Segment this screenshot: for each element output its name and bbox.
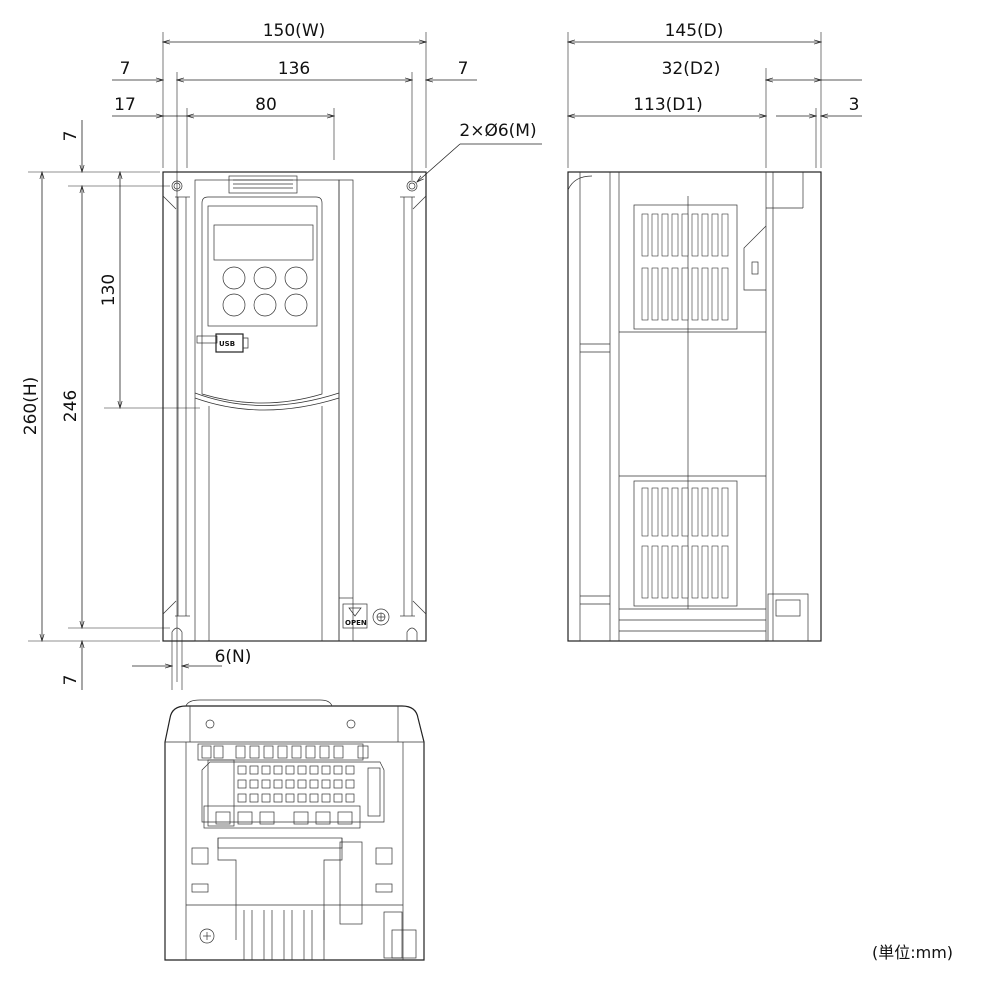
dim-margin-bottom: 7 (61, 675, 81, 686)
dim-hole-offset: 17 (114, 95, 136, 115)
dim-depth: 145(D) (665, 21, 724, 41)
dim-width-inner: 136 (278, 59, 310, 79)
dim-slot: 6(N) (215, 647, 252, 667)
usb-label: USB (219, 340, 235, 348)
ground-screw-icon (199, 928, 215, 944)
unit-label: (単位:mm) (872, 943, 953, 962)
terminal-row-top (201, 745, 369, 759)
dim-margin-left: 7 (120, 59, 131, 79)
terminal-rows-middle (237, 765, 355, 803)
open-arrow-icon (348, 607, 362, 617)
power-terminals (215, 811, 353, 825)
dim-depth-d1: 113(D1) (633, 95, 703, 115)
dim-mount-hole: 2×Ø6(M) (459, 121, 536, 141)
upper-vent-grille (641, 213, 729, 321)
screw-icon (372, 608, 390, 626)
open-label: OPEN (345, 619, 367, 627)
front-view: USB OPEN (162, 171, 427, 642)
lower-vent-grille (641, 487, 729, 599)
heatsink-fins (243, 910, 325, 960)
dim-margin-top: 7 (61, 131, 81, 142)
dim-margin-right: 7 (458, 59, 469, 79)
side-view (567, 171, 822, 642)
side-dimensions: 145(D) 32(D2) 113(D1) 3 (568, 21, 862, 168)
front-dimensions: 150(W) 136 7 7 17 80 2×Ø6(M) 260(H) 246 (21, 21, 542, 690)
dim-panel-width: 80 (255, 95, 277, 115)
dim-depth-d3: 3 (849, 95, 860, 115)
dim-width: 150(W) (263, 21, 326, 41)
dim-height-inner: 246 (61, 390, 81, 422)
bottom-view (164, 699, 425, 961)
usb-port-icon (215, 333, 244, 353)
dim-panel-height: 130 (99, 274, 119, 306)
dim-height: 260(H) (21, 377, 41, 436)
mount-hole-icon (406, 180, 418, 192)
dim-depth-d2: 32(D2) (662, 59, 721, 79)
